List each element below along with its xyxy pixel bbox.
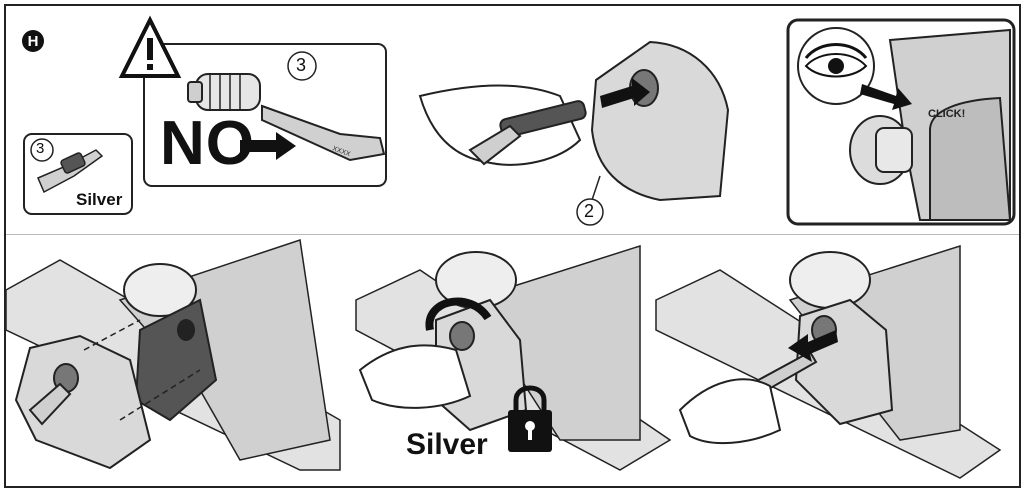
click-label: CLICK!: [928, 108, 965, 120]
warning-part-number: 3: [296, 55, 306, 76]
lock-silver-label: Silver: [406, 428, 488, 462]
remove-key-illustration: [656, 246, 1000, 478]
part-card-number: 3: [36, 140, 44, 157]
attach-cover-illustration: [6, 240, 340, 470]
part-card-label: Silver: [76, 190, 122, 210]
lock-cover-illustration: [356, 246, 670, 470]
no-warning-label: NO: [160, 108, 255, 179]
insert-part-number: 2: [584, 201, 594, 222]
